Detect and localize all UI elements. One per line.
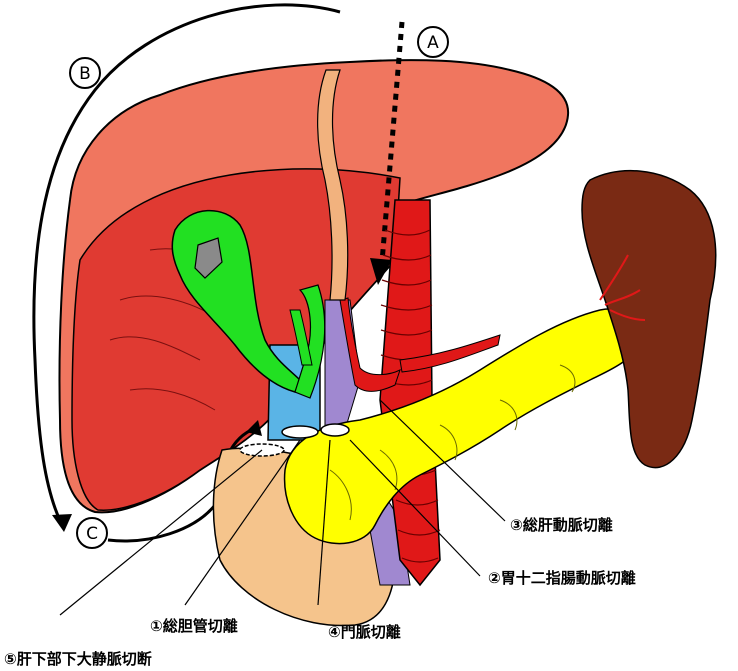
label-hepatic-artery: ③総肝動脈切離 — [510, 516, 613, 534]
label-gastroduodenal-artery: ②胃十二指腸動脈切離 — [488, 569, 636, 587]
svg-text:C: C — [86, 524, 98, 544]
label-bile-duct: ①総胆管切離 — [150, 617, 238, 635]
svg-text:A: A — [427, 33, 439, 53]
arrow-head-b — [52, 514, 72, 532]
label-ivc: ⑤肝下部下大静脈切断 — [4, 650, 152, 668]
bile-duct-cut — [282, 426, 318, 438]
portal-vein-cut — [321, 424, 349, 436]
label-portal-vein: ④門脈切離 — [328, 623, 401, 641]
marker-b: B — [70, 58, 100, 88]
marker-c: C — [77, 518, 107, 548]
svg-text:B: B — [79, 64, 91, 84]
marker-a: A — [418, 27, 448, 57]
